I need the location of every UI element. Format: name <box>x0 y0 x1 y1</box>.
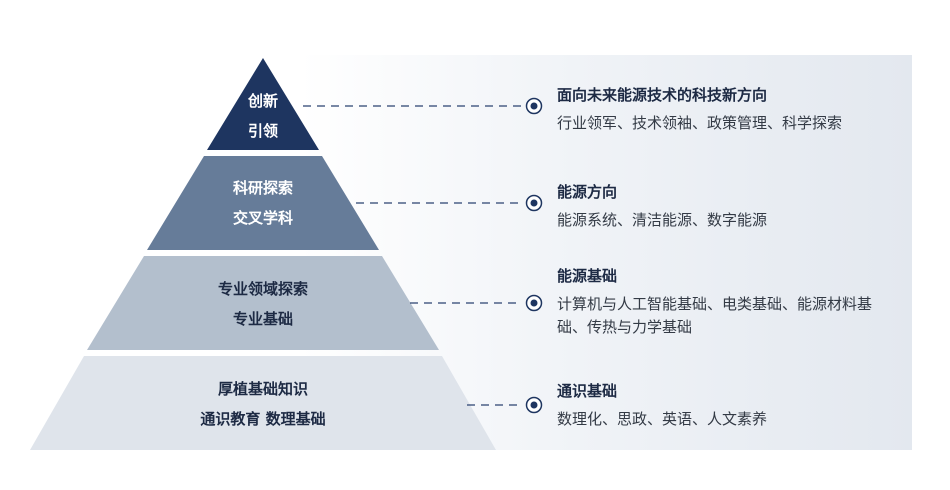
tier-3-line-2: 专业基础 <box>232 310 293 328</box>
tier-1-shape <box>207 58 319 150</box>
description-2: 能源方向 能源系统、清洁能源、数字能源 <box>557 181 887 232</box>
connector-3 <box>410 294 543 312</box>
tier-3-line-1: 专业领域探索 <box>217 280 308 298</box>
description-1-title: 面向未来能源技术的科技新方向 <box>557 86 768 104</box>
connector-2 <box>356 194 543 212</box>
tier-2-line-1: 科研探索 <box>232 179 293 197</box>
description-2-title: 能源方向 <box>557 183 618 201</box>
description-4-title: 通识基础 <box>557 382 618 400</box>
tier-2-label: 科研探索 交叉学科 <box>183 173 343 233</box>
tier-1-label: 创新 引领 <box>213 86 313 146</box>
tier-3-shape <box>87 256 439 350</box>
description-1: 面向未来能源技术的科技新方向 行业领军、技术领袖、政策管理、科学探索 <box>557 84 887 135</box>
description-3: 能源基础 计算机与人工智能基础、电类基础、能源材料基础、传热与力学基础 <box>557 265 887 339</box>
tier-2-shape <box>147 156 379 250</box>
description-3-body: 计算机与人工智能基础、电类基础、能源材料基础、传热与力学基础 <box>557 295 873 336</box>
connector-1 <box>303 97 543 115</box>
tier-1-line-1: 创新 <box>247 92 278 110</box>
connector-4 <box>467 396 543 414</box>
tier-4-shape <box>30 356 496 450</box>
description-2-body: 能源系统、清洁能源、数字能源 <box>557 211 768 229</box>
tier-3-label: 专业领域探索 专业基础 <box>153 274 373 334</box>
description-4-body: 数理化、思政、英语、人文素养 <box>557 410 768 428</box>
tier-4-label: 厚植基础知识 通识教育 数理基础 <box>143 374 383 434</box>
tier-4-line-2: 通识教育 数理基础 <box>200 410 326 428</box>
tier-1-line-2: 引领 <box>247 122 278 140</box>
tier-2-line-2: 交叉学科 <box>232 209 293 227</box>
tier-4-line-1: 厚植基础知识 <box>217 380 308 398</box>
description-4: 通识基础 数理化、思政、英语、人文素养 <box>557 380 887 431</box>
description-1-body: 行业领军、技术领袖、政策管理、科学探索 <box>557 114 843 132</box>
description-3-title: 能源基础 <box>557 267 618 285</box>
